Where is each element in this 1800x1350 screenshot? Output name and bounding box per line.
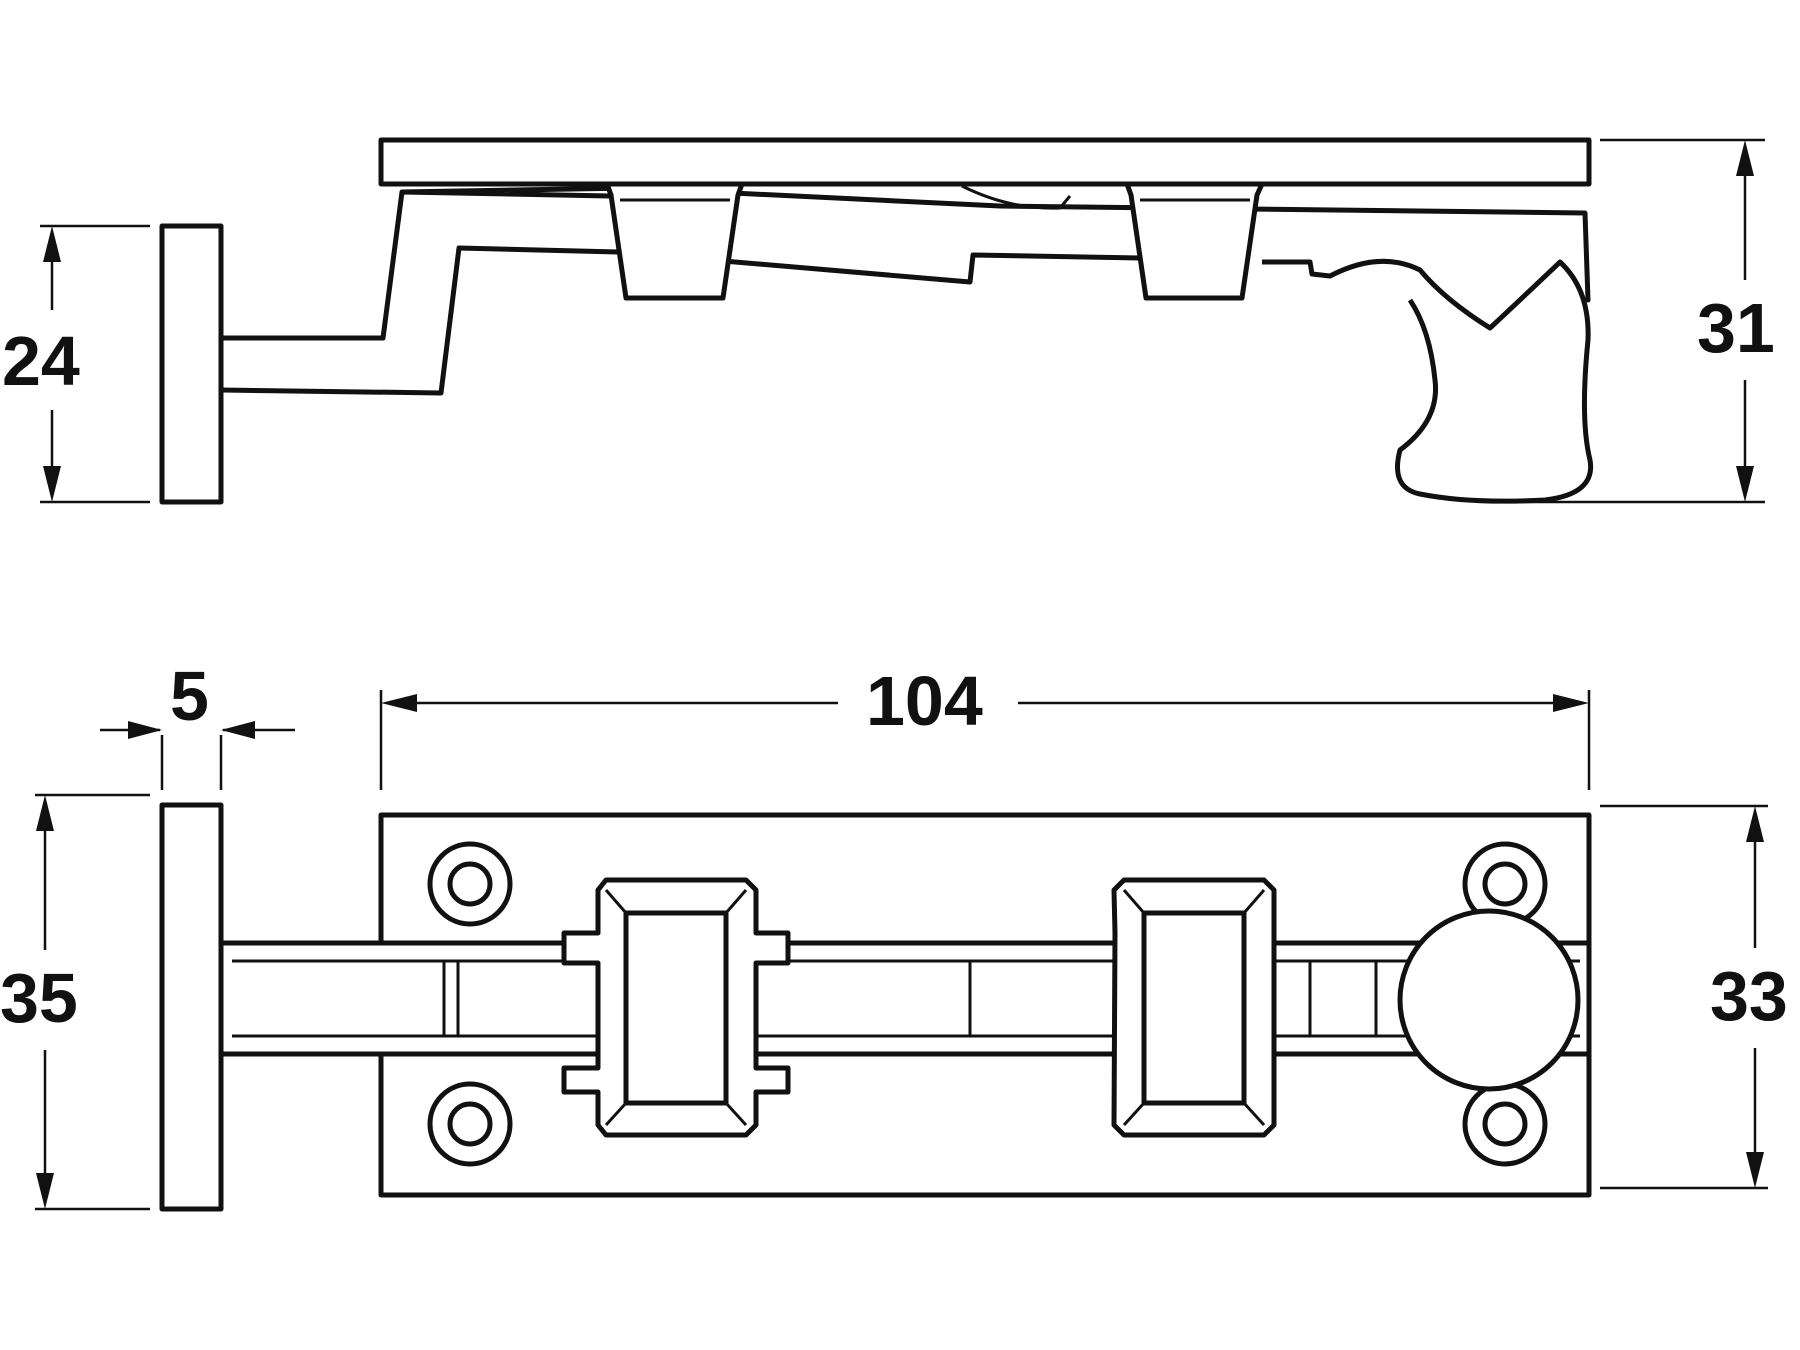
side-staple-left	[604, 181, 745, 301]
front-staple-left	[561, 877, 791, 1138]
dim-label-24: 24	[2, 322, 80, 400]
front-view	[159, 802, 1592, 1212]
dim-plate-length: 104	[379, 662, 1591, 790]
dim-strike-thickness: 5	[100, 657, 295, 790]
screw-hole-top-left	[427, 841, 513, 927]
dim-label-33: 33	[1710, 957, 1788, 1035]
dim-plate-height: 33	[1600, 804, 1788, 1190]
dim-label-31: 31	[1697, 289, 1775, 367]
dim-side-strike-height: 24	[2, 224, 150, 504]
side-view	[159, 137, 1594, 505]
side-backplate	[378, 137, 1592, 187]
front-staple-right	[1111, 877, 1277, 1138]
side-strike-plate	[159, 223, 224, 505]
dim-label-104: 104	[866, 662, 983, 740]
dimensions: 24 31 5	[0, 138, 1788, 1211]
dim-label-35: 35	[0, 959, 78, 1037]
dim-side-total-height: 31	[1500, 138, 1775, 504]
dim-label-5: 5	[170, 657, 209, 735]
side-staple-right	[1124, 181, 1265, 301]
front-strike-plate	[159, 802, 224, 1212]
side-spring	[961, 184, 1072, 210]
front-knob	[1397, 908, 1581, 1092]
screw-hole-bottom-left	[427, 1081, 513, 1167]
dim-front-strike-height: 35	[0, 793, 150, 1211]
side-knob	[1262, 258, 1594, 504]
